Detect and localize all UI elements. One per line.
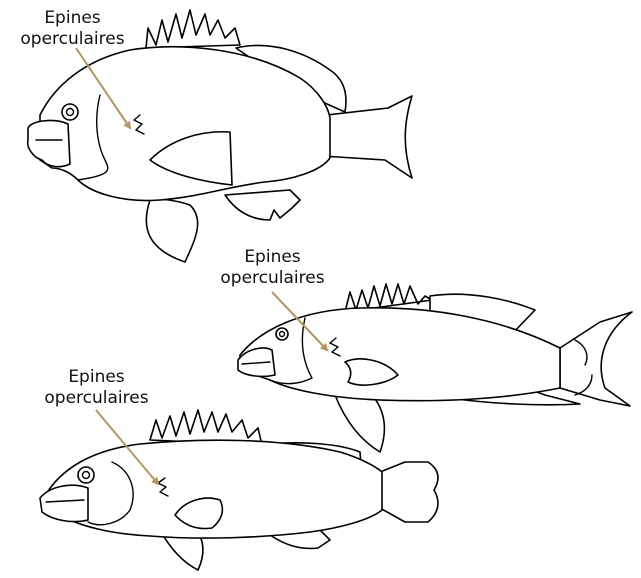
label-top-line1: Epines [0,8,145,29]
fish-middle-pelvic-fin [335,395,384,452]
fish-middle-tail [560,312,632,406]
fish-middle-eye [276,328,288,340]
fish-bottom-mouth [40,485,88,521]
fish-top-body [40,47,330,201]
fish-middle [238,284,632,452]
label-opercular-spines-middle: Epines operculaires [200,247,345,289]
fish-top-tail [318,96,412,178]
fish-top-eye [62,104,78,120]
fish-bottom-tail [380,462,438,522]
label-middle-line1: Epines [200,247,345,268]
label-bottom-line1: Epines [24,367,169,388]
fish-bottom-eye [78,467,94,483]
label-bottom-line2: operculaires [24,388,169,409]
fish-top-pelvic-fin [146,199,197,262]
fish-top-mouth [28,121,70,167]
label-opercular-spines-top: Epines operculaires [0,8,145,50]
fish-top-anal-fin [225,190,300,220]
fish-top-dorsal-spines [146,10,240,48]
label-top-line2: operculaires [0,29,145,50]
label-opercular-spines-bottom: Epines operculaires [24,367,169,409]
label-middle-line2: operculaires [200,268,345,289]
